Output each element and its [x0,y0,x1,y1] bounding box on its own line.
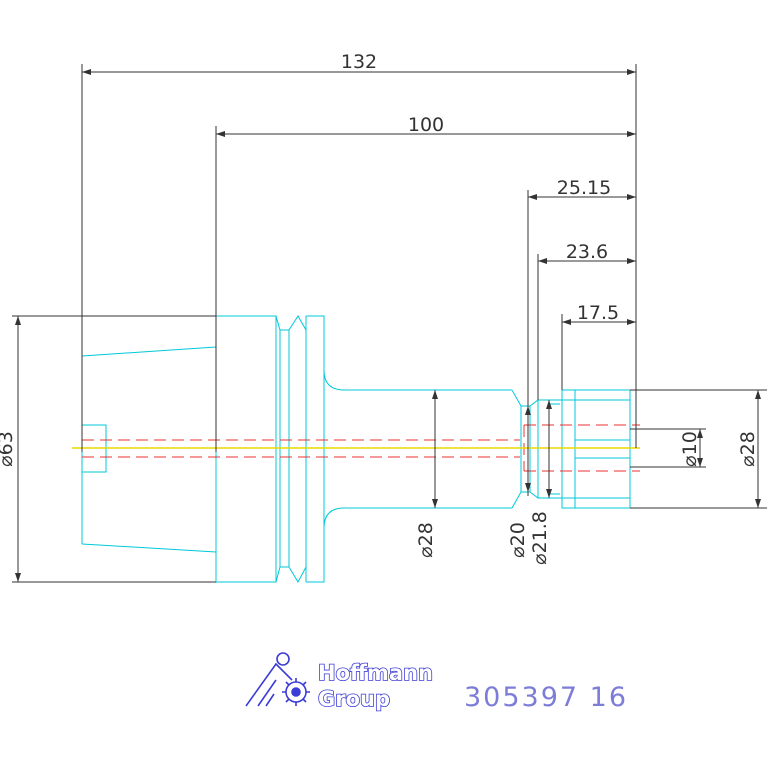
dim-collet-17: 17.5 [577,302,619,324]
dim-dia-flange: ⌀63 [0,431,17,467]
logo-text-hoffmann: Hoffmann [318,661,433,685]
part-number: 305397 16 [464,682,628,713]
logo-text-group: Group [318,687,390,711]
dimension-lines [15,69,761,582]
dim-dia-neck: ⌀20 [507,522,529,558]
dim-flange-length: 100 [408,114,444,136]
extension-lines [12,64,767,583]
dim-dia-bore: ⌀10 [679,431,701,467]
dim-overall-length: 132 [341,51,377,73]
dim-dia-collet: ⌀28 [737,431,759,467]
dim-collet-23: 23.6 [566,241,608,263]
dimension-labels: 132 100 25.15 23.6 17.5 ⌀63 ⌀28 ⌀20 ⌀21.… [0,51,759,565]
dim-dia-shank: ⌀28 [415,522,437,558]
dim-dia-neck-2: ⌀21.8 [529,511,551,565]
hidden-lines [82,424,640,472]
dim-collet-25: 25.15 [557,177,611,199]
hoffmann-group-logo-icon [245,652,310,707]
